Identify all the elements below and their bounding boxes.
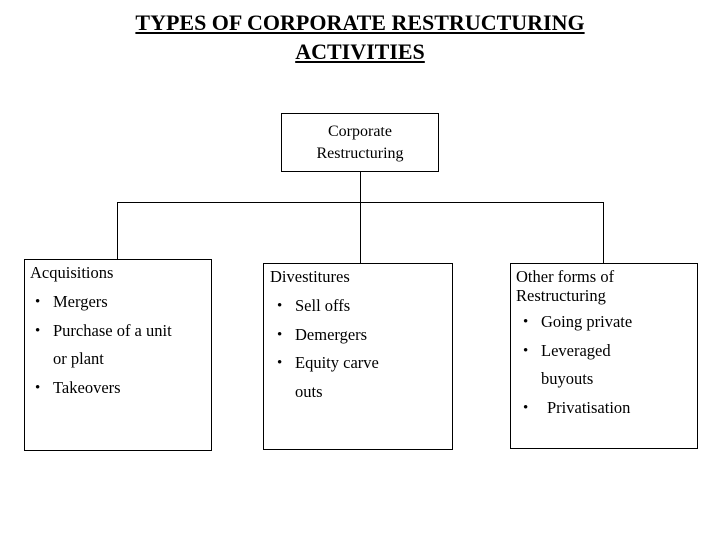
list-item-label: Mergers [53, 292, 108, 311]
root-label-line-2: Restructuring [316, 144, 404, 162]
connector-root-stem [359, 172, 361, 203]
list-item-label: Demergers [295, 324, 368, 344]
node-divestitures: Divestitures • Sell offs • Demergers • E… [263, 263, 453, 450]
list-item-continuation: buyouts [541, 369, 594, 388]
node-acquisitions-list: • Mergers • Purchase of a unit or plant •… [25, 288, 211, 402]
bullet-icon: • [277, 326, 283, 343]
node-acquisitions-heading: Acquisitions [30, 263, 114, 282]
list-item-text: Equity carve [295, 353, 379, 372]
list-item-label: Equity carve outs [295, 349, 452, 406]
bullet-icon: • [523, 314, 529, 330]
page-title: TYPES OF CORPORATE RESTRUCTURING ACTIVIT… [0, 8, 720, 66]
list-item: • Purchase of a unit or plant [35, 317, 211, 374]
list-item-continuation: or plant [53, 349, 104, 368]
list-item-label: Privatisation [547, 397, 631, 417]
bullet-icon: • [523, 342, 529, 359]
list-item-text: Purchase of a unit [53, 320, 172, 340]
node-divestitures-heading: Divestitures [270, 267, 350, 286]
node-other-forms-list: • Going private • Leveraged buyouts • Pri… [511, 308, 697, 422]
node-corporate-restructuring: Corporate Restructuring [281, 113, 439, 172]
list-item: • Sell offs [277, 292, 452, 321]
page-title-line-2: ACTIVITIES [295, 39, 425, 64]
bullet-icon: • [277, 355, 283, 371]
node-divestitures-list: • Sell offs • Demergers • Equity carve ou… [264, 292, 452, 406]
list-item-text: Leveraged [541, 340, 611, 360]
root-label-line-1: Corporate [328, 122, 392, 140]
node-other-forms-heading: Other forms of Restructuring [516, 267, 615, 305]
node-other-forms-of-restructuring: Other forms of Restructuring • Going pri… [510, 263, 698, 449]
list-item: • Takeovers [35, 374, 211, 403]
page-title-line-1: TYPES OF CORPORATE RESTRUCTURING [135, 10, 585, 35]
list-item: • Demergers [277, 321, 452, 350]
list-item: • Mergers [35, 288, 211, 317]
bullet-icon: • [277, 298, 283, 314]
list-item-continuation: outs [295, 381, 323, 401]
list-item-label: Going private [541, 312, 633, 331]
list-item-label: Purchase of a unit or plant [53, 317, 211, 374]
bullet-icon: • [35, 294, 41, 310]
list-item: • Leveraged buyouts [523, 337, 697, 394]
list-item: • Equity carve outs [277, 349, 452, 406]
node-acquisitions: Acquisitions • Mergers • Purchase of a u… [24, 259, 212, 451]
bullet-icon: • [523, 399, 529, 416]
connector-drop-acquisitions [117, 202, 119, 260]
list-item: • Going private [523, 308, 697, 337]
connector-drop-divestitures [359, 202, 361, 264]
list-item: • Privatisation [523, 394, 697, 423]
list-item-label: Sell offs [295, 296, 351, 315]
list-item-label: Takeovers [53, 377, 121, 397]
bullet-icon: • [35, 379, 41, 396]
list-item-label: Leveraged buyouts [541, 337, 697, 394]
connector-drop-other-forms [602, 202, 604, 264]
bullet-icon: • [35, 322, 41, 339]
